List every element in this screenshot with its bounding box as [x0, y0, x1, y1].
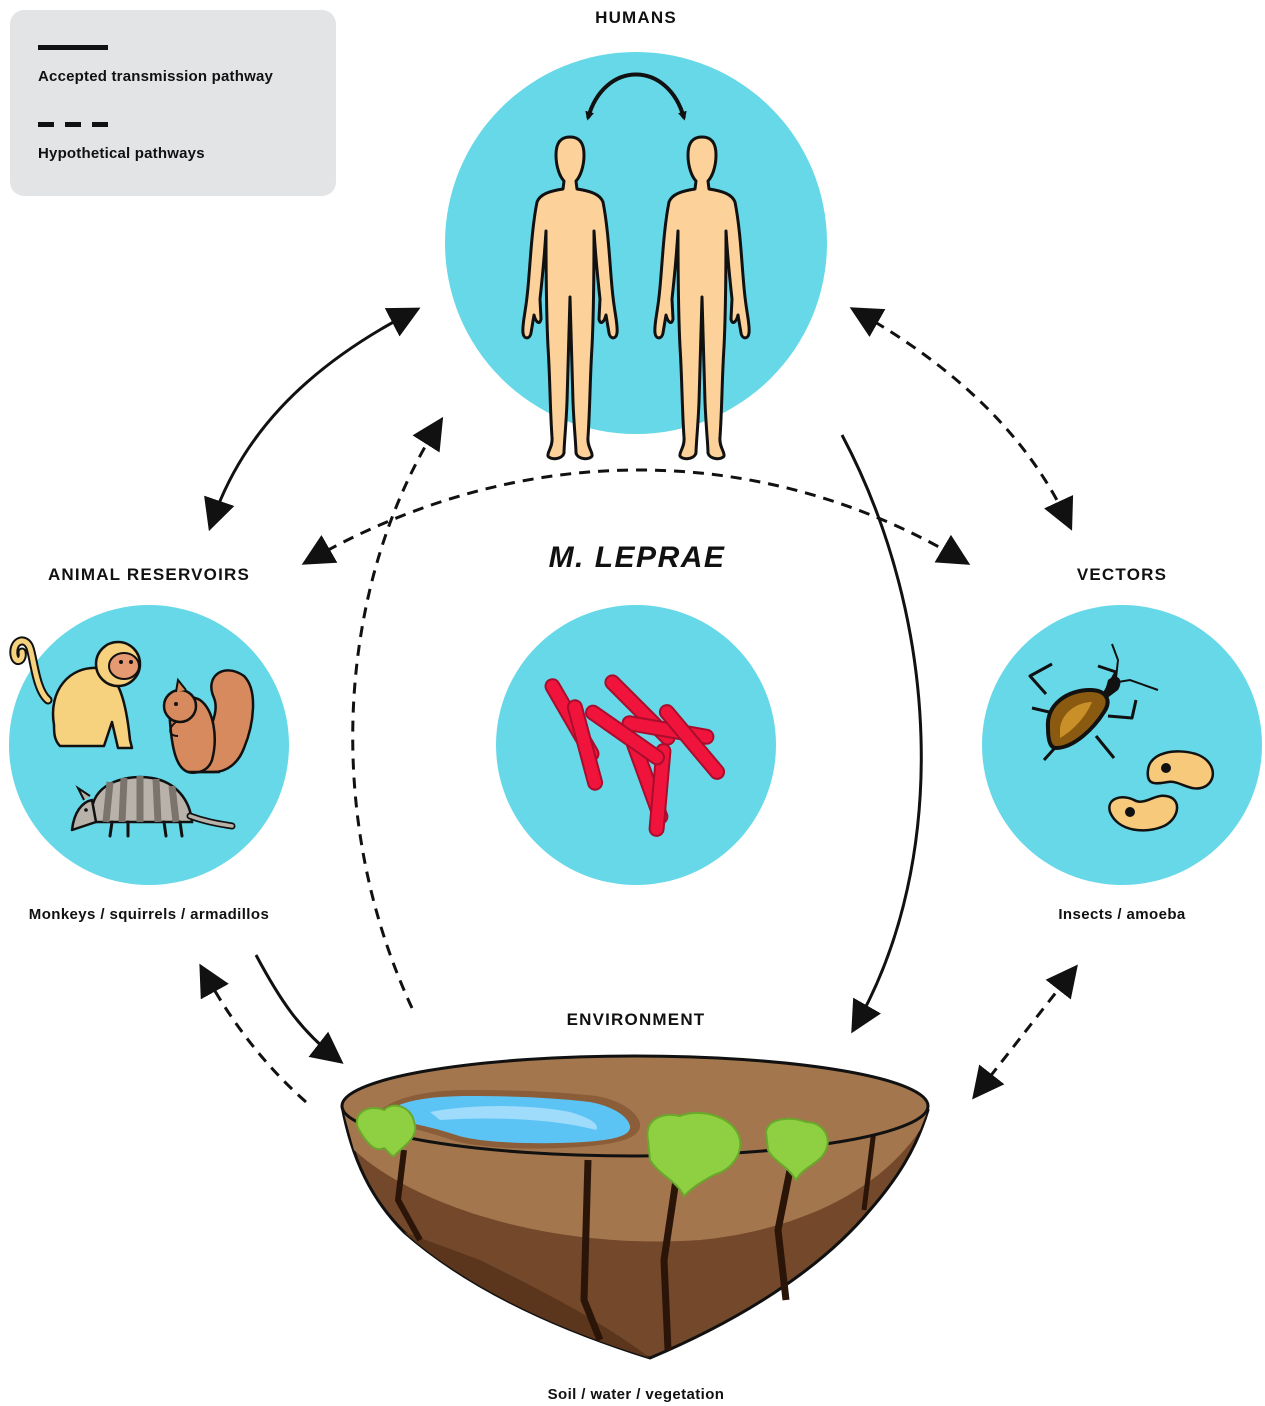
environment-island-icon	[340, 1054, 930, 1360]
humans-vectors-arrow	[849, 307, 1074, 531]
vectors-heading: VECTORS	[1076, 565, 1168, 584]
legend-accepted-label: Accepted transmission pathway	[38, 68, 274, 85]
human-to-human-arrow	[585, 72, 687, 121]
vectors-circle	[982, 605, 1262, 885]
environment-animal-arrow	[199, 963, 307, 1104]
animal-reservoirs-heading: ANIMAL RESERVOIRS	[47, 565, 251, 584]
humans-circle	[445, 52, 827, 434]
humans-animal-arrow	[204, 307, 421, 532]
humans-heading: HUMANS	[595, 8, 677, 27]
legend-hypothetical-label: Hypothetical pathways	[38, 145, 205, 162]
environment-caption: Soil / water / vegetation	[547, 1386, 725, 1403]
environment-vectors-arrow	[972, 964, 1078, 1100]
environment-heading: ENVIRONMENT	[566, 1010, 706, 1029]
animal-vectors-arrow	[301, 468, 971, 565]
environment-humans-arrow	[351, 416, 444, 1009]
squirrel-icon	[162, 669, 255, 774]
insect-icon	[1028, 643, 1159, 762]
dashed-line-swatch	[38, 122, 108, 127]
animal-reservoirs-circle	[9, 605, 289, 885]
solid-line-swatch	[38, 45, 108, 50]
monkey-icon	[9, 636, 142, 750]
m-leprae-title: M. LEPRAE	[548, 541, 726, 574]
animal-reservoirs-caption: Monkeys / squirrels / armadillos	[28, 906, 270, 923]
humans-environment-arrow	[840, 434, 923, 1034]
animal-environment-arrow	[254, 954, 344, 1064]
amoeba-icon	[1108, 750, 1215, 832]
vectors-caption: Insects / amoeba	[1058, 906, 1186, 923]
armadillo-icon	[70, 775, 236, 838]
legend: Accepted transmission pathway Hypothetic…	[10, 10, 336, 196]
